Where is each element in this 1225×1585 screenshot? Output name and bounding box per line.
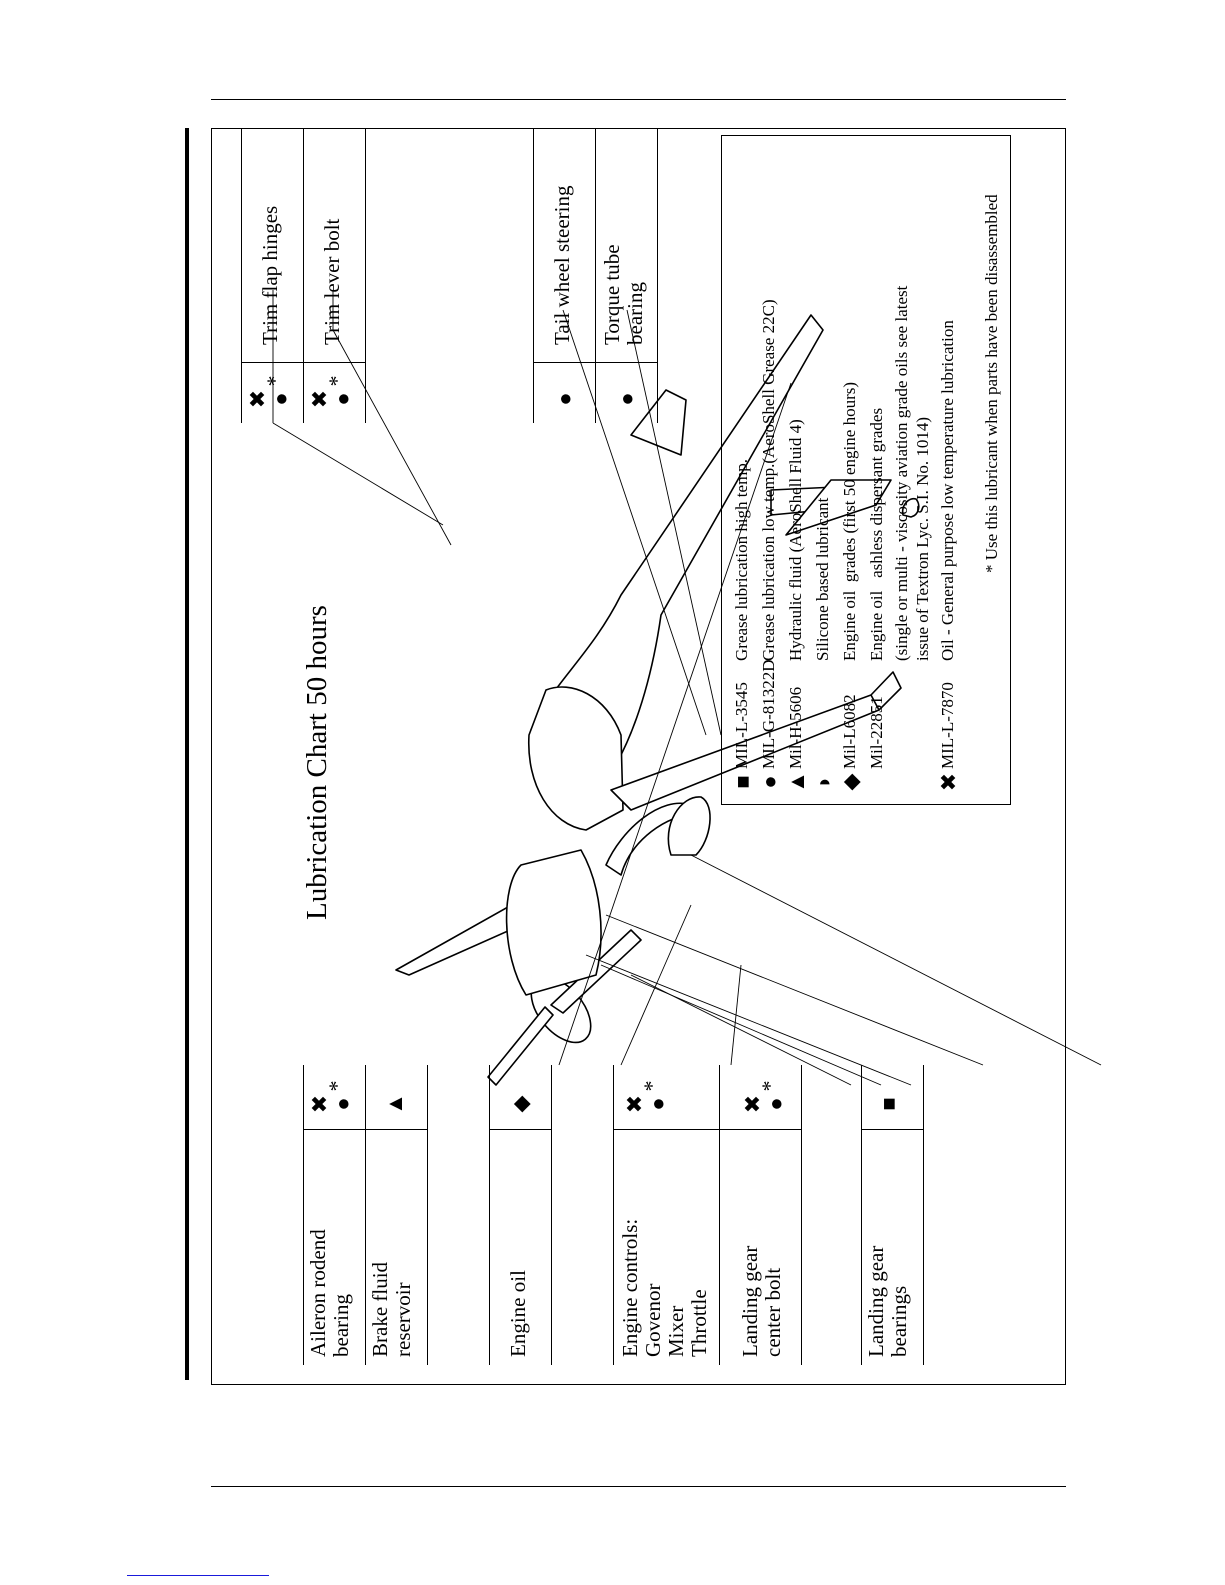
table-divider <box>303 1129 427 1130</box>
circle-icon: ● <box>552 392 577 406</box>
table-divider <box>533 362 657 363</box>
legend-description: Grease lubrication low temp.(AeroShell G… <box>759 299 778 661</box>
legend-description: Grease lubrication high temp. <box>732 458 751 661</box>
table-rule <box>923 1065 924 1365</box>
leader-lg-center <box>605 914 984 1066</box>
leader-engine-controls-3 <box>585 954 912 1086</box>
table-rule <box>489 1065 490 1365</box>
legend-spec: Mil-L6082 <box>840 694 859 769</box>
propeller-blade-down <box>487 1006 554 1086</box>
legend-description: Engine oil grades (first 50 engine hours… <box>840 381 859 661</box>
fuselage <box>530 314 824 781</box>
leader-trim-flap-2 <box>272 422 444 526</box>
legend-description: Engine oil ashless dispersant grades <box>867 407 886 661</box>
label-trim-lever-bolt: Trim lever bolt <box>320 218 344 345</box>
legend-description: Silicone based lubricant <box>813 497 832 661</box>
triangle-icon: ▲ <box>382 1093 407 1115</box>
label-engine-controls: Engine controls: Govenor Mixer Throttle <box>618 1218 711 1357</box>
diamond-icon: ◆ <box>508 1095 533 1113</box>
table-rule <box>801 1065 802 1365</box>
label-brake-fluid-reservoir: Brake fluid reservoir <box>368 1261 415 1357</box>
label-tail-wheel-steering: Tail wheel steering <box>550 185 574 345</box>
table-rule <box>427 1065 428 1365</box>
label-landing-gear-center-bolt: Landing gear center bolt <box>738 1245 785 1357</box>
table-rule <box>861 1065 862 1365</box>
label-aileron-rodend-bearing: Aileron rodend bearing <box>306 1229 353 1357</box>
label-trim-flap-hinges: Trim flap hinges <box>258 205 282 345</box>
leader-brake <box>620 904 692 1066</box>
leader-trim-lever-2 <box>332 329 452 546</box>
airplane-illustration <box>272 290 1102 1086</box>
legend-description: Oil - General purpose low temperature lu… <box>938 320 957 661</box>
legend-symbol: ■ <box>730 775 755 789</box>
legend-symbol: ● <box>757 775 782 789</box>
footer-link[interactable] <box>127 1575 269 1576</box>
legend-spec: MIL-G-81322D <box>759 659 778 769</box>
star-icon: * <box>639 1080 664 1092</box>
star-icon: * <box>262 375 287 387</box>
cowling <box>505 849 602 996</box>
leader-engine-controls-1 <box>630 974 852 1086</box>
tail-wheel <box>901 497 920 518</box>
table-rule <box>595 128 596 423</box>
circle-icon: ● <box>614 392 639 406</box>
table-divider <box>861 1129 923 1130</box>
table-divider <box>613 1129 801 1130</box>
table-rule <box>551 1065 552 1365</box>
table-rule <box>613 1065 614 1365</box>
legend-spec: MIL-L-7870 <box>938 682 957 769</box>
legend-description: Hydraulic fluid (AeroShell Fluid 4) <box>786 419 805 661</box>
leader-lg-bearings <box>690 854 1102 1066</box>
legend-spec: Mil-H-5606 <box>786 686 805 769</box>
legend-symbol: ▲ <box>784 771 809 793</box>
change-bar <box>185 128 189 1380</box>
table-rule <box>533 128 534 423</box>
left-wing <box>610 671 902 811</box>
legend-symbol: ✖ <box>936 772 961 792</box>
table-divider <box>241 362 365 363</box>
table-rule <box>719 1065 720 1365</box>
legend-description: (single or multi - viscosity aviation gr… <box>892 285 932 661</box>
label-engine-oil: Engine oil <box>506 1270 530 1357</box>
legend-symbol: ◆ <box>838 773 863 791</box>
table-rule <box>657 128 658 423</box>
star-icon: * <box>324 1080 349 1092</box>
legend-symbol: ◗ <box>811 775 836 789</box>
table-rule <box>365 1065 366 1365</box>
cockpit-canopy <box>528 686 624 831</box>
footer-rule <box>211 1486 1066 1487</box>
nose-gear-fairing <box>667 796 711 856</box>
legend-spec: MIL-L-3545 <box>732 682 751 769</box>
diagram-frame <box>211 128 1066 1385</box>
table-rule <box>303 128 304 423</box>
header-rule <box>211 99 1066 100</box>
leader-engine-controls-2 <box>600 964 882 1086</box>
table-rule <box>303 1065 304 1365</box>
lubrication-chart: Lubrication Chart 50 hours <box>211 128 1102 1385</box>
horizontal-stabilizer-right <box>630 389 687 456</box>
leader-aileron <box>558 382 792 1066</box>
leader-torque-tube <box>626 309 722 736</box>
legend-spec: Mil-22851 <box>867 696 886 769</box>
vertical-fin <box>785 479 892 536</box>
label-landing-gear-bearings: Landing gear bearings <box>864 1245 911 1357</box>
leader-tail-wheel <box>562 309 707 736</box>
label-torque-tube-bearing: Torque tube bearing <box>600 244 647 345</box>
table-rule <box>365 128 366 423</box>
table-rule <box>241 128 242 423</box>
table-divider <box>489 1129 551 1130</box>
star-icon: * <box>757 1080 782 1092</box>
square-icon: ■ <box>876 1097 901 1111</box>
legend-footnote: * Use this lubricant when parts have bee… <box>982 194 1001 573</box>
leader-lines <box>272 290 1102 1086</box>
star-icon: * <box>324 375 349 387</box>
